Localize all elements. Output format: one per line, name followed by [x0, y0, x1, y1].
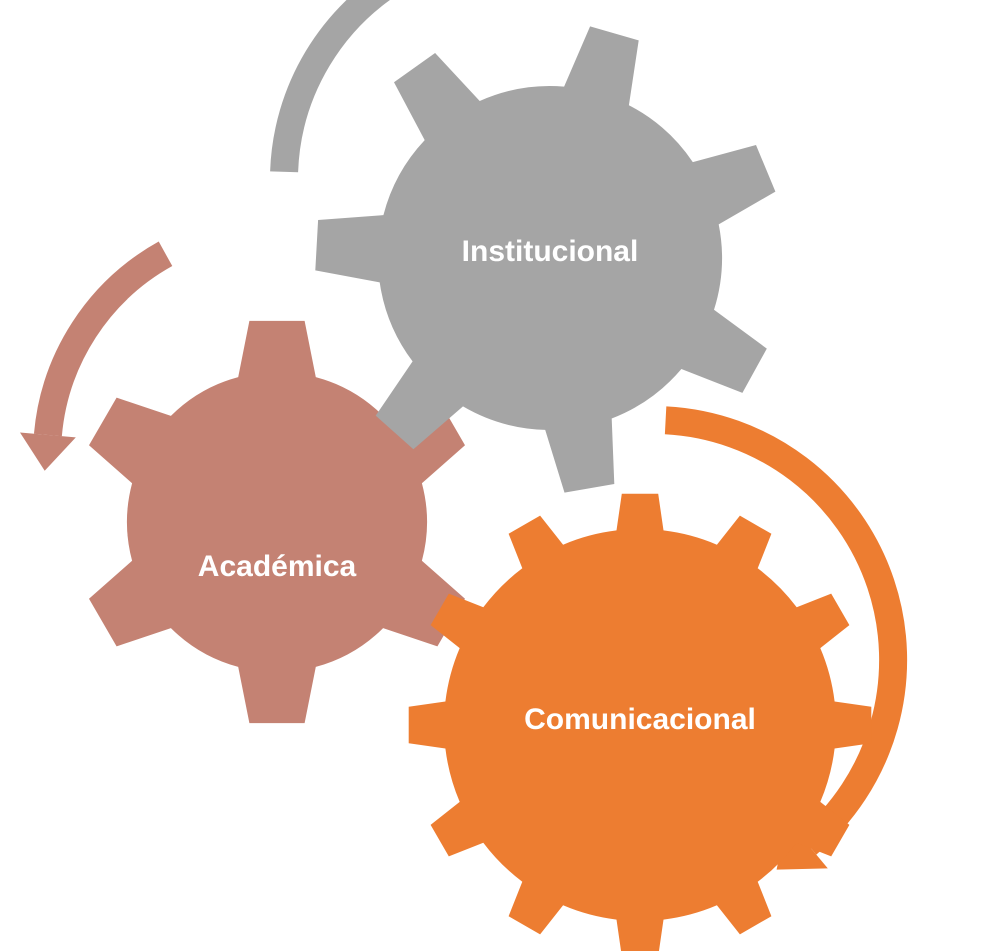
institucional-gear-shape — [315, 26, 776, 493]
comunicacional-label: Comunicacional — [524, 703, 756, 736]
gear-institucional: Institucional — [315, 26, 776, 493]
gear-comunicacional: Comunicacional — [408, 493, 872, 951]
institucional-arrow-body — [270, 0, 391, 173]
gear-academica: Académica — [89, 320, 465, 724]
comunicacional-arrow-body — [664, 406, 908, 855]
academica-arrow-body — [33, 241, 173, 437]
institucional-arrow — [270, 0, 391, 173]
academica-arrow-head — [20, 432, 76, 471]
academica-arrow — [20, 241, 173, 471]
institucional-label: Institucional — [462, 235, 639, 268]
academica-gear-shape — [89, 320, 465, 724]
comunicacional-gear-shape — [408, 493, 872, 951]
academica-label: Académica — [198, 550, 357, 583]
